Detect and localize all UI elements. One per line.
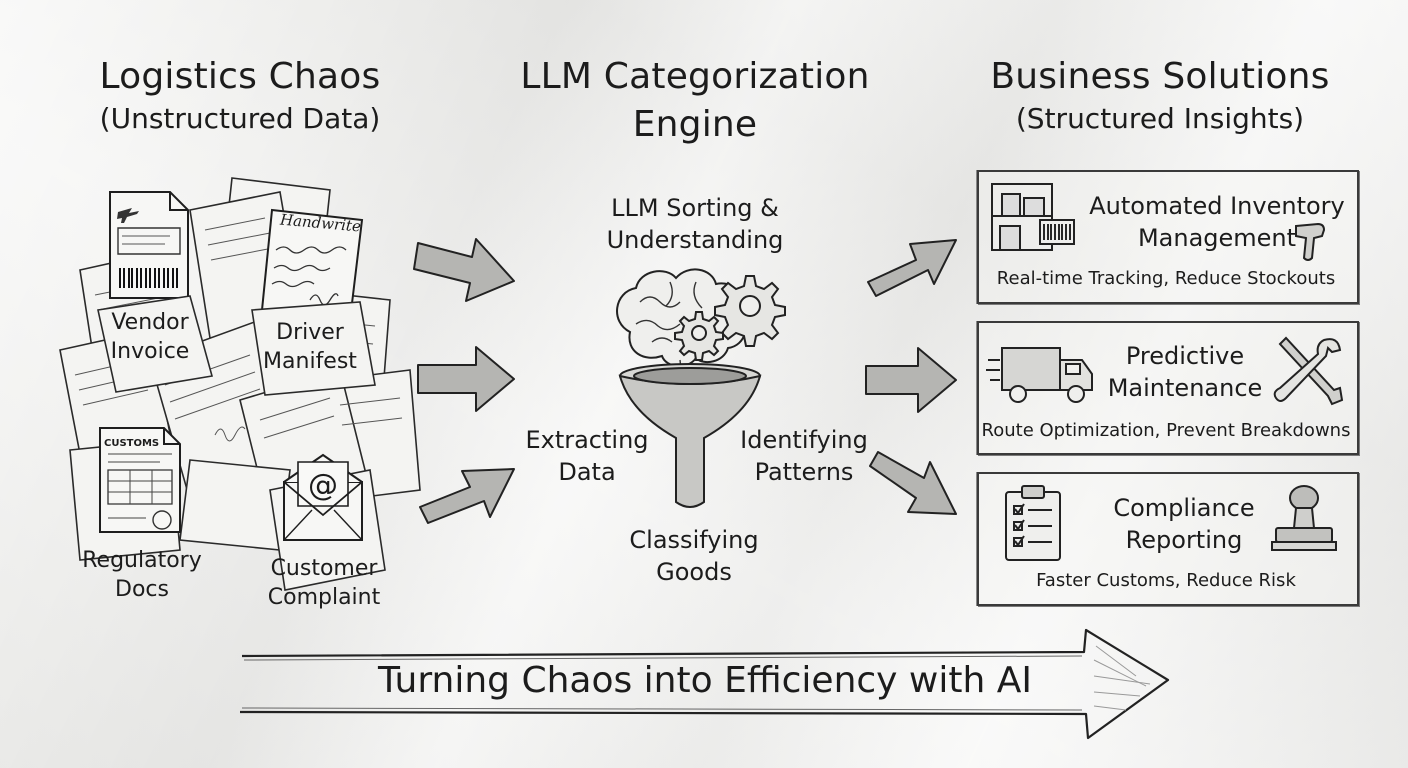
classifying-label: Classifying Goods: [614, 524, 774, 588]
extracting-line2: Data: [558, 458, 616, 486]
customer-complaint-label: Customer Complaint: [256, 554, 392, 612]
classifying-line1: Classifying: [629, 526, 759, 554]
sorting-label: LLM Sorting & Understanding: [580, 192, 810, 256]
maintenance-title: Predictive Maintenance: [1092, 340, 1278, 404]
output-arrows: [860, 230, 970, 530]
inventory-title-line2: Management: [1137, 224, 1297, 252]
funnel-icon: [620, 364, 760, 507]
chaos-subtitle: (Unstructured Data): [99, 102, 381, 135]
banner-arrow: [236, 626, 1176, 746]
invoice-doc-icon: [110, 192, 188, 298]
chaos-title: Logistics Chaos: [99, 56, 381, 97]
customs-doc-label: CUSTOMS: [104, 438, 160, 449]
email-at-symbol-icon: @: [308, 468, 338, 503]
identifying-label: Identifying Patterns: [734, 424, 874, 488]
arrow-right-icon: [418, 347, 514, 411]
arrow-right-icon: [870, 452, 956, 514]
customs-doc-icon: [100, 428, 180, 532]
sorting-line1: LLM Sorting &: [611, 194, 779, 222]
inventory-title: Automated Inventory Management: [1084, 190, 1350, 254]
driver-manifest-text: Driver Manifest: [263, 320, 357, 374]
warehouse-shelf-icon: [988, 180, 1084, 256]
maintenance-desc: Route Optimization, Prevent Breakdowns: [981, 420, 1351, 441]
customer-complaint-text: Customer Complaint: [267, 556, 381, 610]
gear-icon: [715, 276, 785, 346]
handwritten-manifest-icon: [262, 210, 362, 320]
engine-title-line2: Engine: [632, 104, 758, 145]
regulatory-docs-label: Regulatory Docs: [72, 546, 212, 604]
inventory-desc: Real-time Tracking, Reduce Stockouts: [996, 268, 1336, 289]
engine-title-line1: LLM Categorization: [520, 56, 870, 97]
vendor-invoice-label: Vendor Invoice: [100, 308, 200, 366]
checklist-clipboard-icon: [1002, 484, 1064, 564]
rubber-stamp-icon: [1268, 484, 1340, 560]
inventory-title-line1: Automated Inventory: [1089, 192, 1345, 220]
sorting-line2: Understanding: [606, 226, 784, 254]
arrow-right-icon: [868, 240, 956, 296]
email-envelope-icon: [284, 455, 362, 540]
arrow-right-icon: [420, 469, 514, 523]
identifying-line2: Patterns: [754, 458, 854, 486]
compliance-title-line2: Reporting: [1125, 526, 1243, 554]
identifying-line1: Identifying: [740, 426, 868, 454]
solutions-subtitle: (Structured Insights): [1015, 102, 1305, 135]
wrench-screwdriver-icon: [1272, 334, 1346, 408]
arrow-right-icon: [866, 348, 956, 412]
barcode-scanner-icon: [1292, 220, 1328, 264]
maintenance-title-line2: Maintenance: [1107, 374, 1263, 402]
maintenance-title-line1: Predictive: [1125, 342, 1245, 370]
regulatory-docs-text: Regulatory Docs: [82, 548, 202, 602]
classifying-line2: Goods: [656, 558, 732, 586]
arrow-right-icon: [414, 239, 514, 301]
airplane-icon: [117, 208, 139, 223]
vendor-invoice-text: Vendor Invoice: [110, 310, 190, 364]
driver-manifest-label: Driver Manifest: [252, 318, 368, 376]
inventory-panel: [977, 170, 1359, 304]
barcode-icon: [1044, 224, 1070, 240]
extracting-label: Extracting Data: [520, 424, 654, 488]
delivery-truck-icon: [986, 340, 1098, 406]
barcode-icon: [120, 268, 177, 288]
compliance-title: Compliance Reporting: [1096, 492, 1272, 556]
stamp-seal-icon: [153, 511, 171, 529]
banner-text: Turning Chaos into Efficiency with AI: [378, 660, 1032, 701]
gear-icon: [675, 312, 723, 360]
extracting-line1: Extracting: [525, 426, 649, 454]
brain-funnel-graphic: [600, 262, 800, 522]
document-pile: [40, 170, 420, 620]
compliance-title-line1: Compliance: [1113, 494, 1255, 522]
input-arrows: [410, 225, 530, 535]
compliance-desc: Faster Customs, Reduce Risk: [1036, 570, 1296, 591]
solutions-title: Business Solutions: [990, 56, 1330, 97]
